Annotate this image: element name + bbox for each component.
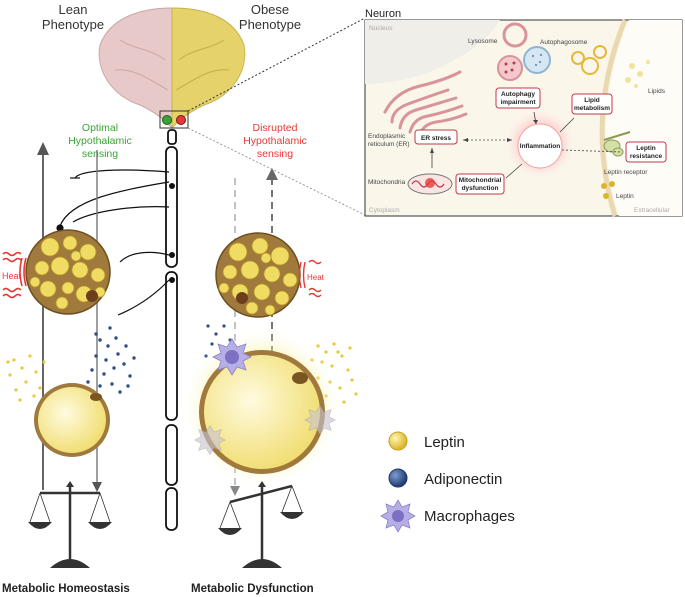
brain-obese-half xyxy=(171,7,246,130)
lipid-droplets-icon xyxy=(571,45,607,75)
neuron-inset: Neuron Nucleus Cytoplasm Extracellular E… xyxy=(364,8,683,217)
optimal-sensing-line2: Hypothalamic xyxy=(68,135,132,147)
svg-text:ER stress: ER stress xyxy=(421,135,451,142)
arrow-up-icon xyxy=(37,142,49,155)
leptin-particles-left xyxy=(6,354,46,402)
er-label-line1: Endoplasmic xyxy=(368,133,406,140)
mitochondria-label: Mitochondria xyxy=(368,179,406,186)
legend-macrophages-label: Macrophages xyxy=(424,508,515,525)
lean-phenotype-label-line2: Phenotype xyxy=(42,17,104,32)
brown-adipose-tissue-obese xyxy=(215,232,301,318)
legend: Leptin Adiponectin Macrophages xyxy=(380,431,515,533)
neural-pathway xyxy=(165,129,178,531)
autophagosome-icon xyxy=(523,46,551,74)
heat-label-left: Heat xyxy=(2,271,22,281)
footer-metabolic-dysfunction: Metabolic Dysfunction xyxy=(191,583,314,595)
leptin-receptor-label: Leptin receptor xyxy=(604,169,648,176)
hypothalamus-box xyxy=(159,110,189,129)
legend-adiponectin-label: Adiponectin xyxy=(424,471,502,488)
arrow-down-icon xyxy=(92,482,102,492)
white-adipocyte-obese xyxy=(182,328,342,488)
lipid-metabolism-box: Lipid metabolism xyxy=(571,93,613,115)
lysosome-label: Lysosome xyxy=(468,38,498,45)
svg-text:dysfunction: dysfunction xyxy=(462,185,499,192)
svg-text:impairment: impairment xyxy=(500,99,536,106)
disrupted-sensing-line2: Hypothalamic xyxy=(243,135,307,147)
adiponectin-particles-left xyxy=(86,326,136,394)
brain-lean-half xyxy=(98,7,173,130)
disrupted-sensing-line1: Disrupted xyxy=(253,122,298,134)
cytoplasm-label: Cytoplasm xyxy=(369,207,400,214)
svg-text:Autophagy: Autophagy xyxy=(501,91,535,98)
leptin-inset-label: Leptin xyxy=(616,193,634,200)
lipids-label: Lipids xyxy=(648,88,666,95)
inflammation-label: Inflammation xyxy=(520,143,560,150)
obese-phenotype-label-line1: Obese xyxy=(251,2,289,17)
nucleus-label: Nucleus xyxy=(369,25,393,32)
heat-icon-small xyxy=(298,259,322,298)
lean-phenotype-label-line1: Lean xyxy=(59,2,88,17)
footer-metabolic-homeostasis: Metabolic Homeostasis xyxy=(2,583,130,595)
hypothalamus-obese-dot xyxy=(176,115,186,125)
balance-scale-right xyxy=(218,481,304,568)
neuron-title: Neuron xyxy=(365,8,401,20)
optimal-sensing-line1: Optimal xyxy=(82,122,118,134)
autophagosome-label: Autophagosome xyxy=(540,39,588,46)
dashed-arrow-down-icon xyxy=(230,486,240,496)
white-adipocyte-lean xyxy=(34,383,110,457)
extracellular-label: Extracellular xyxy=(634,207,671,214)
brown-adipose-tissue-lean xyxy=(25,229,111,315)
svg-text:metabolism: metabolism xyxy=(574,105,610,112)
endoplasmic-reticulum xyxy=(390,88,468,136)
mitochondrial-dysfunction-box: Mitochondrial dysfunction xyxy=(455,173,505,195)
dashed-arrow-up-icon xyxy=(266,168,278,180)
macrophage-icon xyxy=(194,338,336,456)
legend-leptin-label: Leptin xyxy=(424,434,465,451)
er-stress-box: ER stress xyxy=(414,129,458,145)
adiponectin-legend-icon xyxy=(388,468,408,488)
optimal-sensing-line3: sensing xyxy=(82,148,118,160)
lysosome-icon xyxy=(502,22,528,48)
autophagy-impairment-box: Autophagy impairment xyxy=(495,87,541,109)
heat-label-right: Heat xyxy=(307,273,325,282)
disrupted-sensing-line3: sensing xyxy=(257,148,293,160)
brain-illustration xyxy=(98,7,246,130)
mitochondria-icon xyxy=(407,173,453,195)
heat-icon xyxy=(2,251,27,299)
svg-text:Mitochondrial: Mitochondrial xyxy=(459,177,502,184)
balance-scale-left xyxy=(28,481,112,568)
hypothalamus-lean-dot xyxy=(162,115,172,125)
macrophage-legend-icon xyxy=(380,499,416,533)
svg-text:Leptin: Leptin xyxy=(636,145,656,152)
obese-phenotype-label-line2: Phenotype xyxy=(239,17,301,32)
leptin-molecules-icon xyxy=(601,181,615,199)
svg-text:resistance: resistance xyxy=(630,153,663,160)
leptin-resistance-box: Leptin resistance xyxy=(625,141,667,163)
lysosome-icon-2 xyxy=(497,55,523,81)
er-label-line2: reticulum (ER) xyxy=(368,141,410,148)
svg-text:Lipid: Lipid xyxy=(584,97,600,104)
leptin-legend-icon xyxy=(388,431,408,451)
